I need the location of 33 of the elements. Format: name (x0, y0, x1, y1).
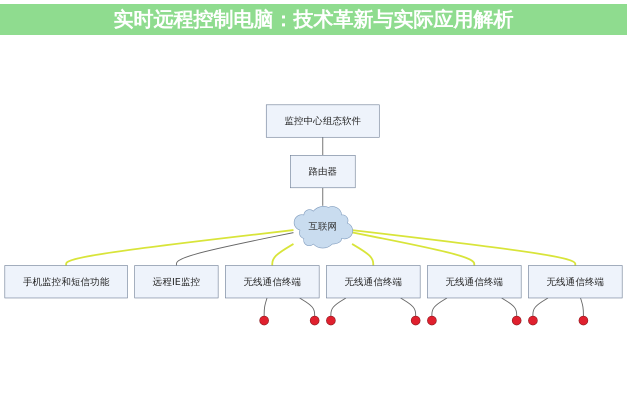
node-box: 路由器 (290, 155, 356, 188)
connector (352, 232, 476, 266)
connector (264, 298, 268, 317)
connector (65, 229, 294, 266)
node-circle (578, 316, 588, 326)
connector (299, 298, 316, 317)
node-circle (326, 316, 336, 326)
node-circle (310, 316, 320, 326)
node-box: 无线通信终端 (326, 265, 420, 298)
connector (176, 232, 294, 266)
node-box: 无线通信终端 (427, 265, 522, 298)
node-box: 手机监控和短信功能 (4, 265, 128, 298)
connector (322, 187, 324, 206)
node-circle (427, 316, 437, 326)
node-circle (410, 316, 420, 326)
connector (400, 298, 416, 317)
node-circle (528, 316, 538, 326)
connector (352, 229, 576, 266)
connector (431, 298, 448, 317)
connector (532, 298, 548, 317)
connector (322, 136, 324, 156)
connector (271, 243, 294, 266)
node-box: 监控中心组态软件 (266, 104, 380, 138)
node-box: 远程IE监控 (134, 265, 218, 298)
connector (580, 298, 584, 317)
node-circle (259, 316, 269, 326)
connector (352, 243, 374, 266)
connector (330, 298, 346, 317)
node-circle (512, 316, 522, 326)
node-box: 无线通信终端 (225, 265, 320, 298)
node-box: 无线通信终端 (528, 265, 622, 298)
connector (501, 298, 518, 317)
title: 实时远程控制电脑：技术革新与实际应用解析 (0, 4, 627, 35)
